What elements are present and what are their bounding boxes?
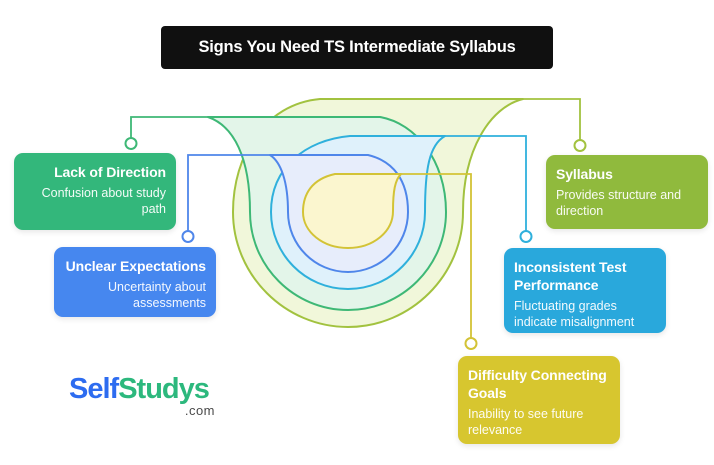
page-title: Signs You Need TS Intermediate Syllabus — [198, 38, 516, 56]
card-syllabus-subtitle: Provides structure and direction — [556, 187, 682, 219]
lack-of-direction-connector-dot — [124, 137, 138, 150]
card-lack-of-direction-title: Lack of Direction — [54, 164, 166, 180]
card-lack-of-direction: Lack of Direction Confusion about study … — [14, 153, 176, 230]
inconsistent-test-connector-line — [444, 135, 527, 232]
lack-of-direction-connector-line — [130, 116, 209, 139]
card-unclear-expectations: Unclear Expectations Uncertainty about a… — [54, 247, 216, 317]
card-inconsistent-test-performance-title: Inconsistent Test Performance — [514, 259, 627, 293]
difficulty-goals-connector-dot — [464, 337, 478, 350]
card-syllabus-title: Syllabus — [556, 166, 613, 182]
card-inconsistent-test-performance-subtitle: Fluctuating grades indicate misalignment — [514, 298, 635, 330]
selfstudys-logo: SelfStudys .com — [69, 374, 217, 419]
card-unclear-expectations-subtitle: Uncertainty about assessments — [108, 279, 206, 311]
syllabus-connector-line — [522, 98, 581, 141]
selfstudys-logo-wordmark: SelfStudys — [69, 374, 217, 404]
card-difficulty-connecting-goals-subtitle: Inability to see future relevance — [468, 406, 584, 438]
unclear-expectations-connector-line — [187, 154, 271, 232]
logo-domain-suffix: .com — [184, 403, 215, 419]
difficulty-goals-ring — [302, 173, 402, 249]
card-lack-of-direction-subtitle: Confusion about study path — [41, 185, 166, 217]
logo-self-text: Self — [69, 373, 119, 405]
difficulty-goals-connector-line — [400, 173, 472, 339]
card-inconsistent-test-performance: Inconsistent Test Performance Fluctuatin… — [504, 248, 666, 333]
card-unclear-expectations-title: Unclear Expectations — [65, 258, 206, 274]
title-banner: Signs You Need TS Intermediate Syllabus — [161, 26, 553, 69]
logo-studys-text: Studys — [118, 373, 210, 405]
card-syllabus: Syllabus Provides structure and directio… — [546, 155, 708, 229]
card-difficulty-connecting-goals: Difficulty Connecting Goals Inability to… — [458, 356, 620, 444]
syllabus-connector-dot — [573, 139, 587, 152]
card-difficulty-connecting-goals-title: Difficulty Connecting Goals — [468, 367, 607, 401]
inconsistent-test-connector-dot — [519, 230, 533, 243]
unclear-expectations-connector-dot — [181, 230, 195, 243]
